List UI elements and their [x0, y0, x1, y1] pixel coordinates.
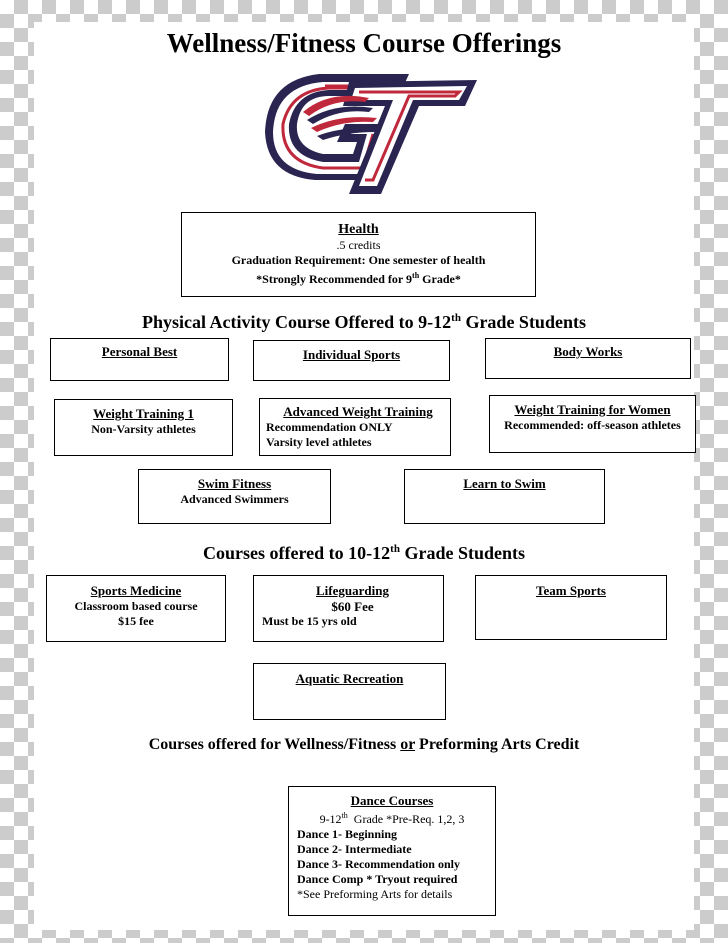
course-note: $15 fee	[118, 614, 154, 628]
course-note: Non-Varsity athletes	[91, 422, 196, 436]
document-page: Wellness/Fitness Course Offerings Health…	[34, 22, 696, 930]
course-name: Personal Best	[101, 344, 178, 359]
course-body-works: Body Works	[485, 338, 691, 379]
heading-wellness-text: Courses offered for Wellness/Fitness	[148, 736, 401, 753]
course-name: Individual Sports	[302, 347, 401, 362]
dance-1: Dance 1- Beginning	[297, 827, 398, 841]
school-logo-icon	[265, 74, 477, 194]
course-personal-best: Personal Best	[50, 338, 229, 381]
course-name: Learn to Swim	[463, 476, 546, 491]
course-swim-fitness: Swim Fitness Advanced Swimmers	[138, 469, 331, 524]
dance-grade: 9-12th Grade *Pre-Req. 1,2, 3	[297, 808, 487, 827]
course-note: Classroom based course	[74, 599, 198, 613]
health-recommend: *Strongly Recommended for 9th Grade*	[182, 268, 535, 287]
course-learn-to-swim: Learn to Swim	[404, 469, 605, 524]
course-name: Advanced Weight Training	[283, 404, 433, 419]
course-name: Lifeguarding	[316, 583, 389, 598]
dance-courses-box: Dance Courses 9-12th Grade *Pre-Req. 1,2…	[288, 786, 496, 916]
course-weight-training-women: Weight Training for Women Recommended: o…	[489, 395, 696, 453]
dance-grade-post: Grade *Pre-Req. 1,2, 3	[347, 812, 465, 826]
course-name: Weight Training 1	[93, 406, 194, 421]
course-note: Must be 15 yrs old	[262, 614, 357, 628]
dance-3: Dance 3- Recommendation only	[297, 857, 460, 871]
course-weight-training-1: Weight Training 1 Non-Varsity athletes	[54, 399, 233, 456]
heading-10-12-post: Grade Students	[399, 543, 525, 563]
course-sports-medicine: Sports Medicine Classroom based course $…	[46, 575, 226, 642]
heading-9-12-post: Grade Students	[460, 312, 586, 332]
course-name: Body Works	[553, 344, 623, 359]
course-note: Varsity level athletes	[266, 435, 372, 449]
heading-9-12-text: Physical Activity Course Offered to 9-12	[142, 312, 452, 332]
course-note: Advanced Swimmers	[180, 492, 289, 506]
course-individual-sports: Individual Sports	[253, 340, 450, 381]
course-name: Aquatic Recreation	[295, 671, 404, 686]
dance-see-note: *See Preforming Arts for details	[297, 887, 453, 901]
heading-wellness-or-arts: Courses offered for Wellness/Fitness or …	[34, 736, 694, 754]
health-recommend-post: Grade*	[419, 272, 461, 286]
course-name: Team Sports	[536, 583, 606, 598]
health-recommend-text: *Strongly Recommended for 9	[256, 272, 413, 286]
course-lifeguarding: Lifeguarding $60 Fee Must be 15 yrs old	[253, 575, 444, 642]
dance-2: Dance 2- Intermediate	[297, 842, 412, 856]
health-requirement: Graduation Requirement: One semester of …	[231, 253, 486, 267]
heading-10-12: Courses offered to 10-12th Grade Student…	[34, 543, 694, 564]
course-name: Sports Medicine	[90, 583, 182, 598]
dance-grade-text: 9-12	[319, 812, 342, 826]
health-box: Health .5 credits Graduation Requirement…	[181, 212, 536, 297]
course-advanced-weight-training: Advanced Weight Training Recommendation …	[259, 398, 451, 456]
course-team-sports: Team Sports	[475, 575, 667, 640]
heading-wellness-or: or	[400, 736, 416, 753]
course-name: Swim Fitness	[197, 476, 272, 491]
page-title: Wellness/Fitness Course Offerings	[166, 28, 562, 58]
health-credits: .5 credits	[336, 238, 381, 252]
course-note: Recommended: off-season athletes	[504, 418, 681, 432]
dance-grade-sup: th	[341, 811, 348, 820]
heading-10-12-sup: th	[390, 543, 400, 555]
health-recommend-sup: th	[412, 271, 420, 280]
heading-10-12-text: Courses offered to 10-12	[203, 543, 391, 563]
health-name: Health	[338, 222, 379, 237]
heading-9-12-sup: th	[451, 312, 461, 324]
course-fee: $60 Fee	[331, 599, 374, 614]
course-aquatic-recreation: Aquatic Recreation	[253, 663, 446, 720]
course-note: Recommendation ONLY	[266, 420, 393, 434]
dance-name: Dance Courses	[350, 793, 434, 808]
course-name: Weight Training for Women	[514, 402, 671, 417]
heading-wellness-post: Preforming Arts Credit	[415, 736, 580, 753]
heading-9-12: Physical Activity Course Offered to 9-12…	[34, 312, 694, 333]
dance-comp: Dance Comp * Tryout required	[297, 872, 458, 886]
